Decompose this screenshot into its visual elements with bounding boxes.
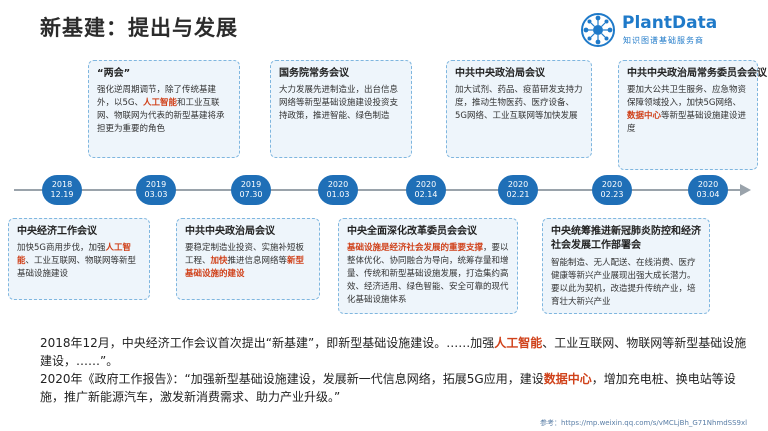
card-2020-02-21: 中共中央政治局会议 加大试剂、药品、疫苗研发支持力度，推动生物医药、医疗设备、5… bbox=[446, 60, 592, 158]
card-body: 要稳定制造业投资、实施补短板工程、加快推进信息网络等新型基础设施的建设 bbox=[185, 243, 305, 279]
card-2020-01-03: 国务院常务会议 大力发展先进制造业，出台信息网络等新型基础设施建设投资支持政策，… bbox=[270, 60, 412, 158]
summary-paragraph-1: 2018年12月，中央经济工作会议首次提出“新基建”，即新型基础设施建设。……加… bbox=[40, 336, 747, 368]
summary-paragraph-2: 2020年《政府工作报告》：“加强新型基础设施建设，发展新一代信息网络，拓展5G… bbox=[40, 372, 736, 404]
card-title: 中央全面深化改革委员会会议 bbox=[347, 226, 477, 237]
timeline-axis bbox=[14, 189, 744, 191]
card-title: “两会” bbox=[97, 68, 131, 79]
card-2020-03-04: 中共中央政治局常务委员会会议 要加大公共卫生服务、应急物资保障领域投入，加快5G… bbox=[618, 60, 767, 170]
card-title: 中共中央政治局会议 bbox=[185, 226, 275, 237]
card-body: 加大试剂、药品、疫苗研发支持力度，推动生物医药、医疗设备、5G网络、工业互联网等… bbox=[455, 85, 583, 121]
card-2018-12-19: 中央经济工作会议 加快5G商用步伐，加强人工智能、工业互联网、物联网等新型基础设… bbox=[8, 218, 150, 300]
card-body: 加快5G商用步伐，加强人工智能、工业互联网、物联网等新型基础设施建设 bbox=[17, 243, 137, 279]
page-title: 新基建：提出与发展 bbox=[40, 16, 238, 40]
card-2020-02-14: 中央全面深化改革委员会会议 基础设施是经济社会发展的重要支撑，要以整体优化、协同… bbox=[338, 218, 518, 314]
reference-link[interactable]: 参考：https://mp.weixin.qq.com/s/vMCLjBh_G7… bbox=[540, 419, 748, 427]
card-body: 基础设施是经济社会发展的重要支撑，要以整体优化、协同融合为导向，统筹存量和增量、… bbox=[347, 243, 509, 305]
card-2019-07-30: 中共中央政治局会议 要稳定制造业投资、实施补短板工程、加快推进信息网络等新型基础… bbox=[176, 218, 320, 300]
card-title: 国务院常务会议 bbox=[279, 68, 349, 79]
summary-text: 2018年12月，中央经济工作会议首次提出“新基建”，即新型基础设施建设。……加… bbox=[40, 334, 750, 406]
card-title: 中共中央政治局会议 bbox=[455, 68, 545, 79]
card-title: 中央经济工作会议 bbox=[17, 226, 97, 237]
card-2019-03-03: “两会” 强化逆周期调节，除了传统基建外，以5G、人工智能和工业互联网、物联网为… bbox=[88, 60, 240, 158]
card-body: 智能制造、无人配送、在线消费、医疗健康等新兴产业展现出强大成长潜力。要以此为契机… bbox=[551, 258, 696, 307]
card-title: 中共中央政治局常务委员会会议 bbox=[627, 68, 767, 79]
card-body: 要加大公共卫生服务、应急物资保障领域投入，加快5G网络、数据中心等新型基础设施建… bbox=[627, 85, 747, 134]
timeline-arrow-icon bbox=[740, 184, 751, 196]
logo-subtitle: 知识图谱基础服务商 bbox=[623, 36, 704, 45]
logo-name: PlantData bbox=[622, 13, 718, 33]
plantdata-logo-icon bbox=[581, 13, 615, 47]
card-title: 中央统筹推进新冠肺炎防控和经济社会发展工作部署会 bbox=[551, 226, 701, 251]
card-body: 大力发展先进制造业，出台信息网络等新型基础设施建设投资支持政策，推进智能、绿色制… bbox=[279, 85, 399, 121]
card-body: 强化逆周期调节，除了传统基建外，以5G、人工智能和工业互联网、物联网为代表的新型… bbox=[97, 85, 225, 134]
plantdata-logo: PlantData 知识图谱基础服务商 bbox=[580, 10, 750, 50]
card-2020-02-23: 中央统筹推进新冠肺炎防控和经济社会发展工作部署会 智能制造、无人配送、在线消费、… bbox=[542, 218, 710, 314]
